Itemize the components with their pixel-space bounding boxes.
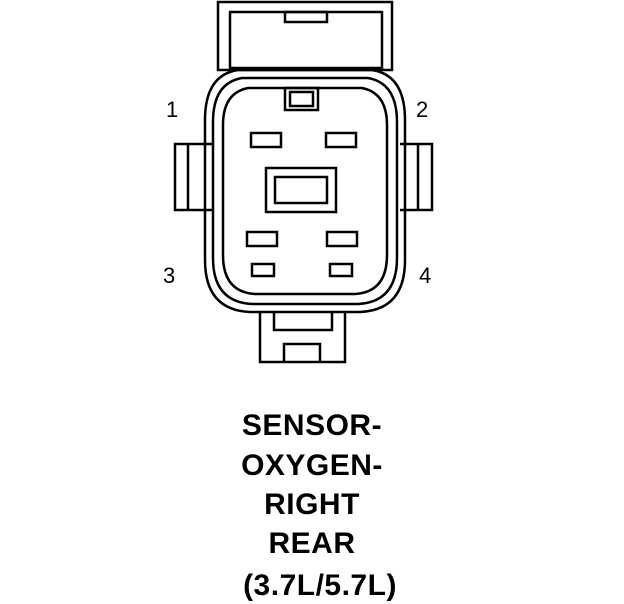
pin-label-1: 1: [166, 97, 178, 122]
connector-body-outer: [203, 68, 407, 314]
center-terminal-inner: [273, 175, 329, 205]
terminal-1: [249, 131, 283, 149]
terminal-3: [250, 262, 276, 278]
right-ear: [400, 142, 434, 212]
connector-body-inner: [221, 86, 389, 296]
caption-line-3: RIGHT: [264, 488, 360, 521]
top-latch-inner: [228, 10, 384, 70]
bottom-lock-tab: [258, 312, 347, 364]
connector-body-mid: [211, 76, 399, 306]
caption-line-2: OXYGEN-: [241, 449, 383, 482]
bottom-lock-tab-inner: [272, 312, 334, 332]
caption-line-1: SENSOR-: [241, 409, 383, 442]
pin-label-2: 2: [416, 97, 428, 122]
top-latch-tab: [283, 10, 329, 24]
caption-variant: (3.7L/5.7L): [243, 569, 397, 602]
caption-line-4: REAR: [268, 527, 356, 560]
terminal-2: [324, 131, 358, 149]
top-latch: [216, 0, 394, 72]
center-terminal: [264, 166, 338, 214]
bottom-lock-notch: [282, 342, 322, 362]
pin-label-4: 4: [419, 263, 431, 288]
pin-label-3: 3: [163, 263, 175, 288]
terminal-4: [328, 262, 354, 278]
key-slot-inner: [288, 90, 315, 108]
left-ear: [173, 142, 212, 212]
terminal-3-upper: [245, 230, 279, 248]
terminal-4-upper: [325, 230, 359, 248]
key-slot: [283, 86, 320, 112]
